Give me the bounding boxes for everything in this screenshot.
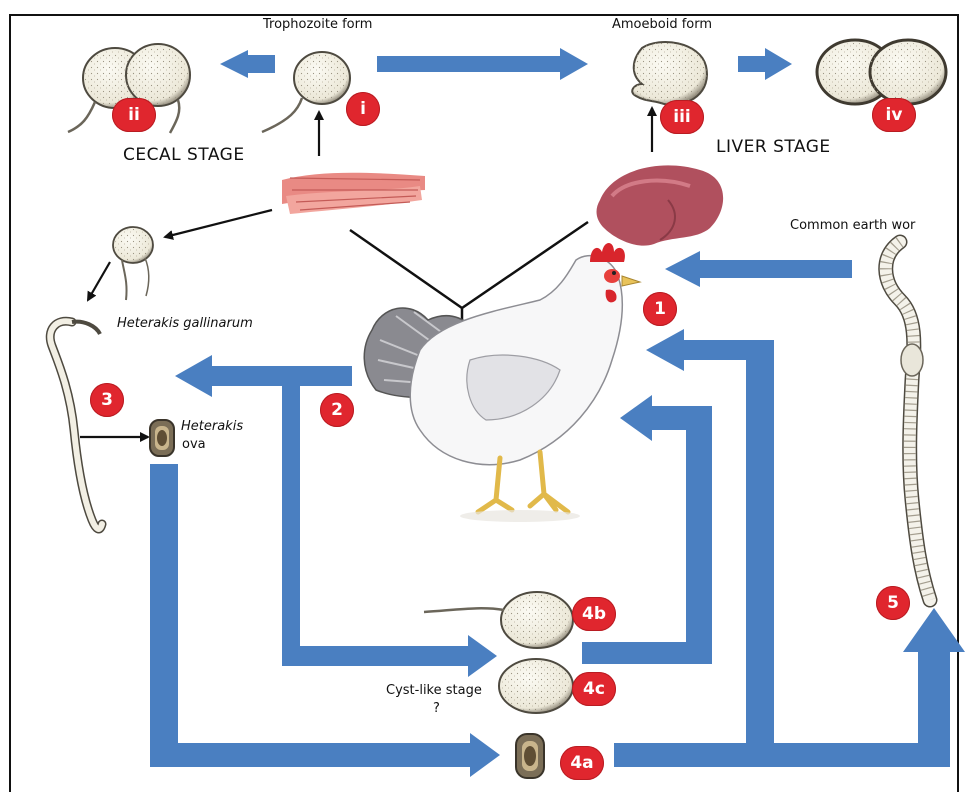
small-flagellate-cell	[113, 227, 153, 300]
label-common-earthworm: Common earth wor	[790, 218, 915, 233]
label-liver-stage: LIVER STAGE	[716, 137, 831, 157]
arrow-4a-to-earthworm	[614, 608, 965, 767]
amoeboid-cell	[632, 42, 707, 105]
chicken-icon	[364, 243, 640, 522]
cyst-4c-icon	[499, 659, 573, 713]
badge-4c: 4c	[572, 672, 616, 706]
liver-organ-icon	[597, 165, 724, 245]
heterakis-worm-icon	[50, 321, 102, 529]
ova-4a-icon	[516, 734, 544, 778]
badge-iv: iv	[872, 98, 916, 132]
arrow-earthworm-to-chicken	[665, 251, 852, 287]
badge-5: 5	[876, 586, 910, 620]
muscle-tissue-icon	[282, 173, 425, 214]
earthworm-icon	[886, 242, 930, 600]
label-heterakis-ova-line1: Heterakis	[181, 419, 243, 434]
liver-double-cell	[817, 40, 946, 104]
badge-i: i	[346, 92, 380, 126]
heterakis-ova-icon	[150, 420, 174, 456]
badge-ii: ii	[112, 98, 156, 132]
label-cecal-stage: CECAL STAGE	[123, 145, 245, 165]
badge-4b: 4b	[572, 597, 616, 631]
badge-3: 3	[90, 383, 124, 417]
arrow-to-amoeboid	[377, 48, 588, 80]
badge-4a: 4a	[560, 746, 604, 780]
trophozoite-cell	[262, 52, 350, 132]
arrow-to-cecal-stage	[220, 50, 275, 78]
label-cyst-question: ?	[433, 701, 440, 716]
arrow-to-liver-stage	[738, 48, 792, 80]
label-heterakis-ova-line2: ova	[182, 437, 206, 452]
badge-iii: iii	[660, 100, 704, 134]
cell-4b-icon	[424, 592, 573, 648]
badge-2: 2	[320, 393, 354, 427]
badge-1: 1	[643, 292, 677, 326]
label-cyst-like-stage: Cyst-like stage	[386, 683, 482, 698]
label-amoeboid-form: Amoeboid form	[612, 17, 712, 32]
label-heterakis-gallinarum: Heterakis gallinarum	[117, 316, 253, 331]
label-trophozoite-form: Trophozoite form	[263, 17, 372, 32]
arrow-ova-to-4a	[150, 464, 500, 777]
